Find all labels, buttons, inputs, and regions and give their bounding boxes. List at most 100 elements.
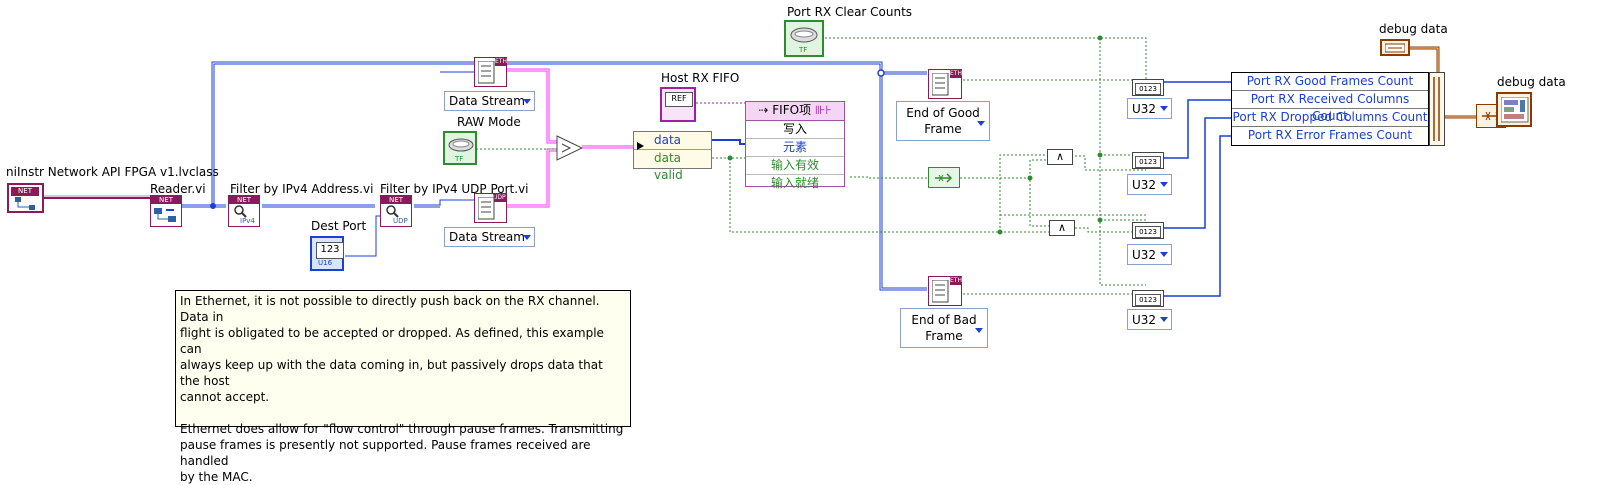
counter-good-frames[interactable]: 0123 (1132, 79, 1164, 96)
host-rx-fifo-ref[interactable]: REF (660, 87, 696, 122)
end-bad-frame-ring[interactable]: End of Bad Frame (900, 308, 988, 348)
u32-ring-4[interactable]: U32 (1127, 309, 1172, 330)
u32-ring-3[interactable]: U32 (1127, 244, 1172, 265)
bundle-row: Port RX Error Frames Count (1232, 127, 1428, 145)
unbundle-row: data valid (654, 151, 683, 182)
block-diagram-wires (44, 35, 1507, 297)
debug-data-control-label: debug data (1379, 22, 1448, 36)
udp-read-bottom[interactable]: UDP (474, 193, 507, 223)
bundle-input-terminal[interactable] (1429, 72, 1445, 146)
bundle-row: Port RX Dropped Columns Count (1232, 109, 1428, 127)
counter-received-columns[interactable]: 0123 (1132, 152, 1164, 169)
data-wire[interactable] (712, 139, 745, 145)
and-symbol-icon: ∧ (1056, 150, 1065, 163)
unbundle-row: data (634, 132, 711, 150)
ring-text: Data Stream (449, 230, 525, 244)
eth-end-good-frame[interactable]: ETH (928, 69, 962, 99)
u32-ring-1[interactable]: U32 (1127, 98, 1172, 119)
data-stream-ring-top[interactable]: Data Stream (444, 91, 535, 111)
and-function-bottom[interactable]: ∧ (1049, 220, 1075, 236)
raw-mode-label: RAW Mode (457, 115, 521, 129)
fifo-row-write: 写入 (746, 121, 844, 139)
list-icon (478, 197, 495, 220)
wire-junction (210, 203, 216, 209)
counter-icon: 0123 (1135, 294, 1161, 306)
net-badge: NET (11, 187, 39, 196)
feedback-node[interactable] (928, 167, 960, 188)
dropdown-arrow-icon (1160, 317, 1168, 322)
host-rx-fifo-label: Host RX FIFO (661, 71, 740, 85)
dropdown-arrow-icon (1160, 252, 1168, 257)
ipv4-text: IPv4 (240, 217, 255, 225)
net-badge: NET (381, 196, 411, 204)
ring-text-line1: End of Bad (911, 313, 977, 327)
eth-read-top[interactable]: ETH (474, 57, 507, 87)
ring-text-line1: End of Good (906, 106, 980, 120)
comment-note: In Ethernet, it is not possible to direc… (175, 290, 631, 484)
dest-port-wire[interactable] (345, 215, 382, 257)
bundle-row: Port RX Good Frames Count (1232, 73, 1428, 91)
ring-text: U32 (1132, 312, 1157, 327)
u32-ring-2[interactable]: U32 (1127, 174, 1172, 195)
udp-badge: UDP (493, 194, 507, 202)
list-icon (478, 61, 495, 84)
unbundle-by-name[interactable]: data data valid (633, 131, 712, 182)
debug-data-indicator[interactable] (1496, 92, 1532, 127)
dropdown-arrow-icon (523, 234, 531, 240)
class-constant[interactable]: NET (7, 183, 44, 213)
list-icon (932, 280, 949, 303)
ring-text-line2: Frame (925, 329, 963, 343)
list-icon (932, 73, 949, 96)
magnifier-icon (386, 205, 399, 218)
filter-udp-label: Filter by IPv4 UDP Port.vi (380, 182, 529, 196)
fifo-write-node[interactable]: ⇢ FIFO项 ⊪⊦ 写入 元素 输入有效 输入就绪 (745, 101, 845, 190)
fifo-menu-icon: ⊪⊦ (814, 103, 832, 117)
eth-badge: ETH (950, 277, 962, 285)
end-good-frame-ring[interactable]: End of Good Frame (896, 101, 990, 141)
dropdown-arrow-icon (977, 121, 985, 126)
and-function-top[interactable]: ∧ (1047, 149, 1073, 165)
dest-port-control[interactable]: 123 U16 (310, 236, 344, 271)
network-icon (15, 197, 35, 210)
counter-icon: 0123 (1135, 226, 1161, 238)
select-function-icon[interactable] (556, 135, 584, 161)
filter-ipv4-vi[interactable]: NET IPv4 (228, 195, 260, 227)
counter-icon: 0123 (1135, 83, 1161, 95)
counter-icon: 0123 (1135, 156, 1161, 168)
dropdown-arrow-icon (1160, 106, 1168, 111)
fifo-title: FIFO项 (772, 103, 812, 117)
eth-badge: ETH (950, 70, 962, 78)
fifo-row-input-valid: 输入有效 (746, 157, 844, 175)
comment-paragraph-1: In Ethernet, it is not possible to direc… (180, 294, 604, 404)
dropdown-arrow-icon (975, 328, 983, 333)
filter-ipv4-label: Filter by IPv4 Address.vi (230, 182, 374, 196)
counter-error-frames[interactable]: 0123 (1132, 290, 1164, 307)
ring-text: U32 (1132, 101, 1157, 116)
port-rx-clear-counts-label: Port RX Clear Counts (787, 5, 913, 19)
debug-data-control[interactable] (1380, 39, 1410, 56)
raw-mode-control[interactable]: TF (443, 131, 477, 165)
fifo-row-input-ready: 输入就绪 (770, 176, 819, 190)
numeric-icon: 123 (316, 242, 344, 259)
dropdown-arrow-icon (1160, 182, 1168, 187)
tf-text: TF (799, 46, 808, 54)
fifo-row-element: 元素 (746, 139, 844, 157)
net-badge: NET (151, 196, 181, 204)
ref-icon: REF (665, 92, 693, 107)
port-rx-clear-counts-control[interactable]: TF (784, 20, 824, 57)
bundle-by-name[interactable]: Port RX Good Frames Count Port RX Receiv… (1231, 72, 1429, 146)
reader-vi[interactable]: NET (150, 195, 182, 227)
ring-text-line2: Frame (924, 122, 962, 136)
counter-dropped-columns[interactable]: 0123 (1132, 222, 1164, 239)
count-wires[interactable] (1162, 81, 1232, 297)
fifo-header: ⇢ FIFO项 ⊪⊦ (746, 102, 844, 121)
and-symbol-icon: ∧ (1058, 221, 1067, 234)
bundle-bars-icon (1433, 77, 1440, 141)
reader-vi-label: Reader.vi (150, 182, 206, 196)
fifo-arrow-icon: ⇢ (758, 103, 769, 117)
net-badge: NET (229, 196, 259, 204)
dest-port-label: Dest Port (311, 219, 367, 233)
data-stream-ring-bottom[interactable]: Data Stream (444, 227, 535, 247)
filter-udp-vi[interactable]: NET UDP (380, 195, 412, 227)
eth-end-bad-frame[interactable]: ETH (928, 276, 962, 306)
